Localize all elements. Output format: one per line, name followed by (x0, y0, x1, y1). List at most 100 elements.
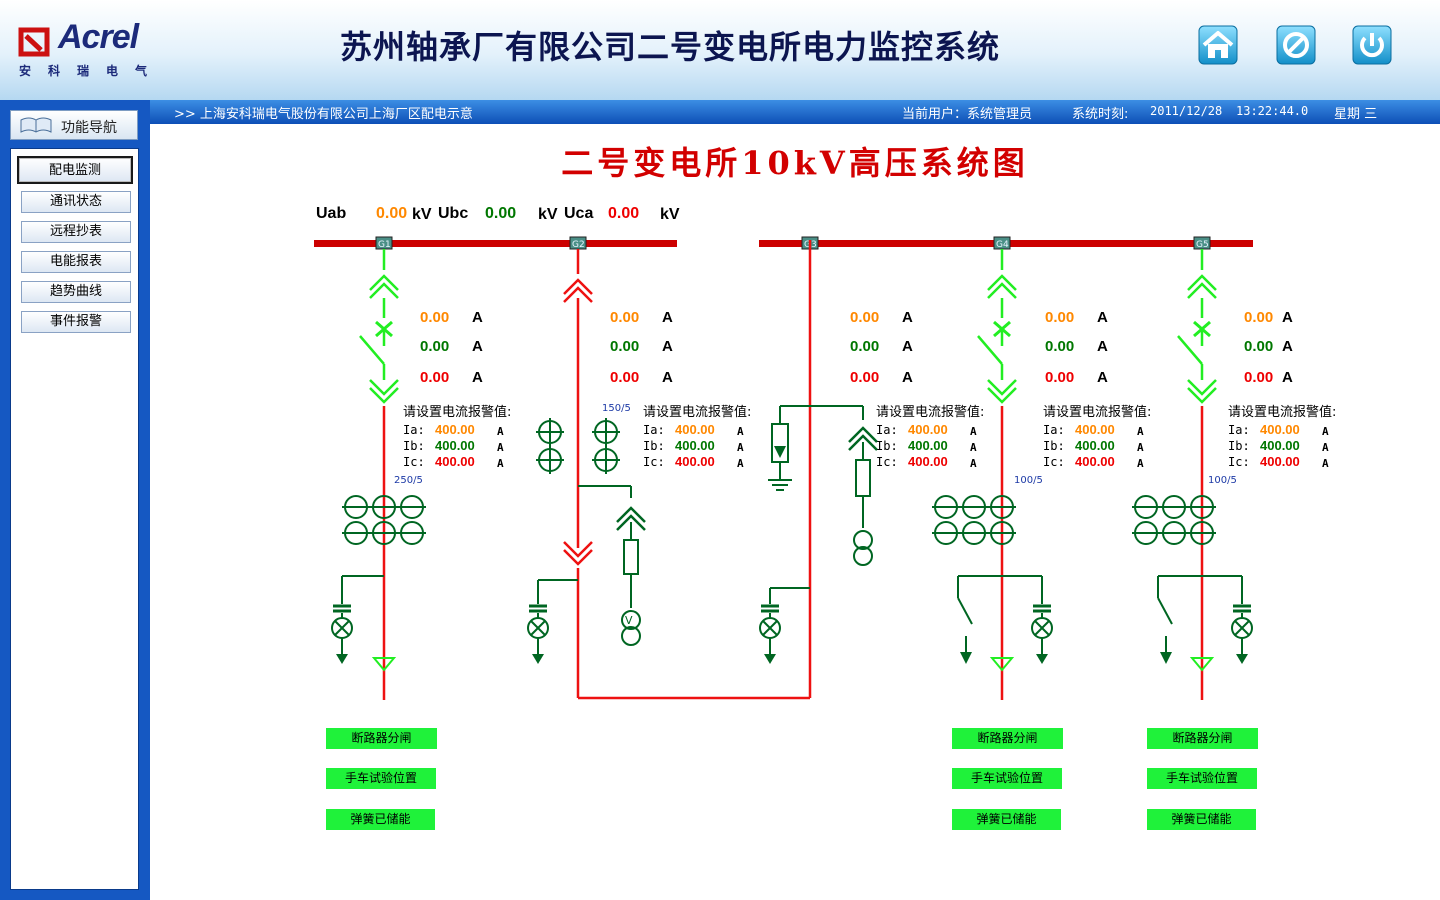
status-indicator[interactable]: 弹簧已储能 (326, 809, 435, 830)
alarm-unit: A (970, 425, 977, 438)
alarm-value: 400.00 (1260, 438, 1300, 453)
vt-label: V (625, 614, 633, 627)
current-value: 0.00 (420, 338, 449, 355)
current-unit: A (472, 309, 483, 326)
alarm-value: 400.00 (675, 422, 715, 437)
status-indicator[interactable]: 手车试验位置 (326, 768, 436, 789)
alarm-unit: A (970, 441, 977, 454)
alarm-value: 400.00 (675, 454, 715, 469)
power-button[interactable] (1352, 24, 1392, 66)
alarm-value: 400.00 (435, 454, 475, 469)
time-label: 系统时刻: (1072, 107, 1129, 122)
menu-item-event-alarm[interactable]: 事件报警 (21, 311, 131, 333)
status-indicator[interactable]: 弹簧已储能 (1147, 809, 1256, 830)
status-indicator[interactable]: 手车试验位置 (952, 768, 1062, 789)
menu-item-energy-report[interactable]: 电能报表 (21, 251, 131, 273)
current-unit: A (902, 369, 913, 386)
title-bar: Acrel 安科瑞电气 苏州轴承厂有限公司二号变电所电力监控系统 (0, 0, 1440, 100)
ct-ratio-label: 100/5 (1208, 475, 1237, 486)
phase-label: Ic: (1228, 455, 1250, 469)
phase-label: Ia: (403, 423, 425, 437)
phase-label: Ic: (403, 455, 425, 469)
alarm-unit: A (497, 457, 504, 470)
cable-terminal-icon (989, 657, 1015, 672)
surge-arrester-icon (1034, 620, 1050, 636)
home-button[interactable] (1198, 24, 1238, 66)
alarm-value: 400.00 (1075, 454, 1115, 469)
alarm-value: 400.00 (435, 438, 475, 453)
current-value: 0.00 (610, 338, 639, 355)
alarm-unit: A (737, 425, 744, 438)
alarm-unit: A (497, 441, 504, 454)
alarm-setting-title: 请设置电流报警值: (643, 404, 751, 420)
cancel-icon (1276, 25, 1316, 65)
ground-arrow-icon (1160, 652, 1172, 664)
ground-arrow-icon (764, 654, 776, 664)
voltage-transformer-icon (621, 610, 641, 630)
menu-item-trend-curve[interactable]: 趋势曲线 (21, 281, 131, 303)
current-unit: A (472, 338, 483, 355)
current-unit: A (1097, 338, 1108, 355)
phase-label: Ic: (643, 455, 665, 469)
current-value: 0.00 (1244, 369, 1273, 386)
plug-contact-icon (369, 379, 399, 396)
alarm-unit: A (1322, 441, 1329, 454)
current-unit: A (902, 338, 913, 355)
status-indicator[interactable]: 断路器分闸 (326, 728, 437, 749)
alarm-value: 400.00 (1260, 422, 1300, 437)
status-bar: >> 上海安科瑞电气股份有限公司上海厂区配电示意 当前用户：系统管理员 系统时刻… (0, 100, 1440, 124)
current-unit: A (1097, 369, 1108, 386)
phase-label: Ic: (1043, 455, 1065, 469)
plug-contact-icon (987, 274, 1017, 291)
book-icon (20, 117, 52, 133)
status-indicator[interactable]: 手车试验位置 (1147, 768, 1257, 789)
plug-contact-icon (1187, 387, 1217, 404)
logo-chinese: 安科瑞电气 (19, 64, 165, 78)
menu-item-remote-meter-reading[interactable]: 远程抄表 (21, 221, 131, 243)
current-value: 0.00 (850, 309, 879, 326)
function-nav-header[interactable]: 功能导航 (10, 110, 138, 140)
surge-arrester-icon (762, 620, 778, 636)
alarm-value: 400.00 (675, 438, 715, 453)
alarm-unit: A (737, 457, 744, 470)
arrow-icon (774, 446, 786, 458)
plug-contact-icon (848, 434, 878, 451)
function-nav-label: 功能导航 (61, 120, 117, 136)
voltage-value: 0.00 (608, 205, 639, 222)
status-indicator[interactable]: 断路器分闸 (952, 728, 1063, 749)
alarm-setting-title: 请设置电流报警值: (403, 404, 511, 420)
voltage-label: Ubc (438, 205, 468, 222)
phase-label: Ib: (403, 439, 425, 453)
cancel-button[interactable] (1276, 24, 1316, 66)
system-title: 苏州轴承厂有限公司二号变电所电力监控系统 (340, 28, 1001, 66)
plug-contact-icon (369, 274, 399, 291)
menu-item-power-monitoring[interactable]: 配电监测 (17, 156, 133, 184)
current-unit: A (1282, 338, 1293, 355)
phase-label: Ib: (1228, 439, 1250, 453)
ground-arrow-icon (1236, 654, 1248, 664)
plug-contact-icon (563, 541, 593, 558)
current-value: 0.00 (1244, 338, 1273, 355)
phase-label: Ia: (1228, 423, 1250, 437)
alarm-value: 400.00 (1075, 438, 1115, 453)
ct-ratio-label: 100/5 (1014, 475, 1043, 486)
phase-label: Ia: (1043, 423, 1065, 437)
current-unit: A (902, 309, 913, 326)
status-indicator[interactable]: 断路器分闸 (1147, 728, 1258, 749)
current-value: 0.00 (420, 369, 449, 386)
phase-label: Ia: (876, 423, 898, 437)
current-value: 0.00 (610, 369, 639, 386)
phase-label: Ib: (1043, 439, 1065, 453)
alarm-setting-title: 请设置电流报警值: (876, 404, 984, 420)
status-indicator[interactable]: 弹簧已储能 (952, 809, 1061, 830)
cable-terminal-icon (371, 657, 397, 672)
phase-label: Ic: (876, 455, 898, 469)
plug-contact-icon (563, 286, 593, 303)
plug-contact-icon (987, 387, 1017, 404)
system-date: 2011/12/28 (1150, 104, 1223, 118)
current-value: 0.00 (850, 338, 879, 355)
breaker-switch-icon (1177, 335, 1203, 365)
menu-item-communication-status[interactable]: 通讯状态 (21, 191, 131, 213)
voltage-unit: kV (538, 206, 558, 223)
